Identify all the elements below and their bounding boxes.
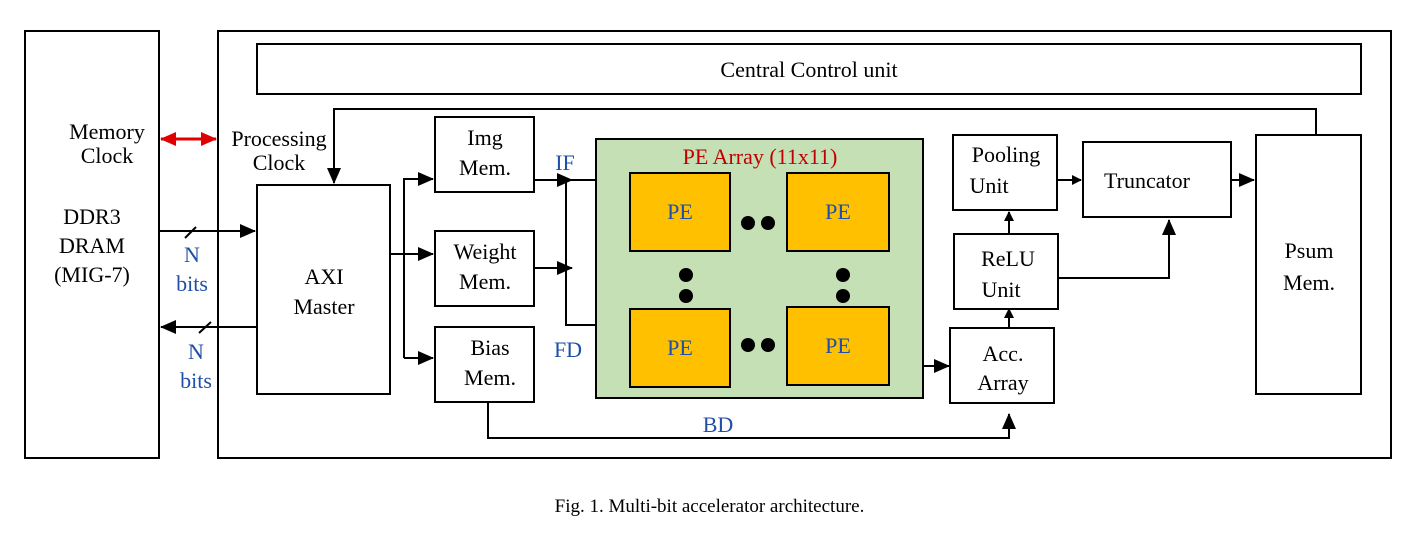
bd-signal-label: BD — [703, 412, 734, 437]
img-mem-label-2: Mem. — [459, 155, 511, 180]
dram-label-3: (MIG-7) — [54, 262, 130, 287]
pe-array-title: PE Array (11x11) — [683, 144, 838, 169]
axi-label-1: AXI — [304, 264, 343, 289]
bd-wire — [487, 402, 1016, 439]
bias-mem-label-1: Bias — [470, 335, 509, 360]
relu-to-truncator-wire — [1058, 219, 1176, 279]
relu-label-2: Unit — [981, 277, 1020, 302]
relu-unit-block — [953, 233, 1059, 310]
processing-clock-label-2: Clock — [253, 150, 306, 175]
axi-master-block — [256, 184, 391, 395]
axi-label-2: Master — [293, 294, 355, 319]
pe-ellipsis-dots — [679, 216, 850, 352]
pooling-label-1: Pooling — [972, 142, 1040, 167]
bus-in-label-2: bits — [176, 271, 208, 296]
pe-cell-label: PE — [667, 199, 693, 224]
bus-out-label-2: bits — [180, 368, 212, 393]
bus-width-slash — [184, 226, 197, 239]
psum-label-1: Psum — [1285, 238, 1334, 263]
weight-mem-label-2: Mem. — [459, 269, 511, 294]
pe-cell-label: PE — [667, 335, 693, 360]
memory-clock-label-2: Clock — [81, 143, 134, 168]
pe-cell — [786, 172, 890, 252]
pe-cell — [629, 172, 731, 252]
psum-feedback-wire — [327, 108, 1317, 184]
dram-label-2: DRAM — [59, 233, 125, 258]
dram-label-1: DDR3 — [63, 204, 120, 229]
psum-label-2: Mem. — [1283, 270, 1335, 295]
relu-label-1: ReLU — [981, 246, 1035, 271]
acc-array-label-1: Acc. — [983, 341, 1024, 366]
acc-array-block — [949, 327, 1055, 404]
pe-cell — [629, 308, 731, 388]
pooling-label-2: Unit — [969, 173, 1008, 198]
bus-out-label-1: N — [188, 339, 204, 364]
img-mem-label-1: Img — [467, 125, 502, 150]
bus-width-slash — [198, 321, 212, 334]
axi-to-img-wire — [403, 172, 434, 358]
weight-mem-label-1: Weight — [454, 239, 517, 264]
central-control-unit — [256, 43, 1362, 95]
memory-clock-label-1: Memory — [69, 119, 145, 144]
bias-mem-block — [434, 326, 535, 403]
pe-cell-label: PE — [825, 199, 851, 224]
fd-signal-label: FD — [554, 337, 582, 362]
figure-caption: Fig. 1. Multi-bit accelerator architectu… — [554, 496, 865, 517]
pe-cell-label: PE — [825, 333, 851, 358]
bus-in-label-1: N — [184, 242, 200, 267]
if-signal-label: IF — [555, 150, 575, 175]
dram-block — [24, 30, 160, 459]
truncator-label: Truncator — [1104, 168, 1191, 193]
central-control-label: Central Control unit — [720, 57, 897, 82]
processing-clock-label-1: Processing — [231, 126, 326, 151]
bias-mem-label-2: Mem. — [464, 365, 516, 390]
pooling-unit-block — [952, 134, 1058, 211]
img-mem-block — [434, 116, 535, 193]
acc-array-label-2: Array — [977, 370, 1028, 395]
pe-cell — [786, 306, 890, 386]
psum-mem-block — [1255, 134, 1362, 395]
